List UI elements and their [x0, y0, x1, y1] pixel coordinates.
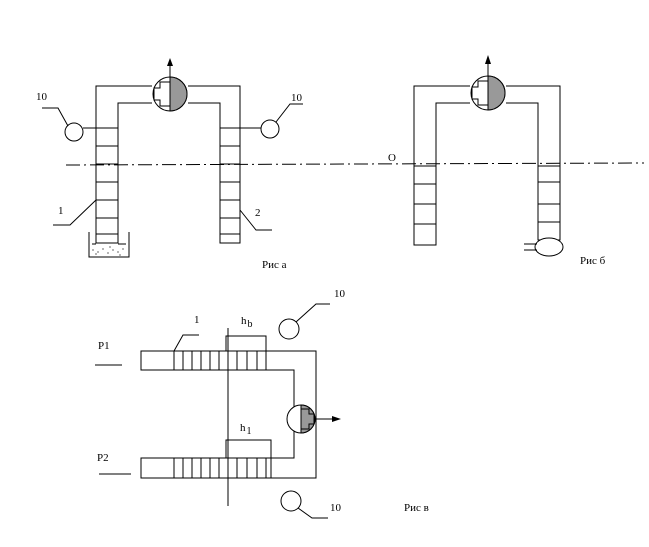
- fig-c-caption: Рис в: [404, 502, 429, 514]
- figure-c: 10 10 1 hb h1 P1 P2 Рис в: [95, 288, 429, 519]
- fig-c-h-bottom-label: h1: [240, 422, 252, 437]
- fig-a-beaker: [88, 232, 130, 258]
- fig-a-right-sensor-icon: [240, 103, 303, 139]
- fig-a-right-sensor-label: 10: [291, 92, 303, 104]
- fig-c-bottom-tube: [173, 458, 272, 478]
- fig-a-tube-1-label: 1: [58, 205, 64, 217]
- level-axis-line: [65, 162, 645, 166]
- fig-b-pump-icon: [470, 55, 506, 111]
- fig-c-h-top-bracket: [225, 335, 267, 351]
- fig-c-pump-icon: [286, 404, 341, 434]
- fig-c-p2-label: P2: [97, 452, 109, 464]
- axis-o-label: O: [388, 152, 396, 164]
- fig-c-tube-1-leader: [173, 334, 199, 352]
- fig-c-top-tube: [173, 351, 267, 370]
- fig-a-tube-1-leader: [53, 199, 97, 226]
- fig-b-caption: Рис б: [580, 255, 606, 267]
- fig-c-top-sensor-icon: [278, 303, 330, 340]
- fig-a-left-sensor-icon: [42, 107, 96, 142]
- fig-c-h-top-label: hb: [241, 315, 253, 330]
- fig-c-p1-label: P1: [98, 340, 110, 352]
- fig-a-left-tube: [95, 127, 119, 244]
- fig-a-pump-icon: [152, 58, 188, 112]
- fig-a-right-tube: [219, 127, 241, 244]
- fig-b-right-tube: [537, 165, 561, 241]
- fig-b-outer-frame: [413, 85, 561, 245]
- fig-c-h-bottom-bracket: [225, 439, 272, 458]
- figure-a: 10 10 1 2 Рис а: [36, 58, 303, 271]
- fig-c-tube-1-label: 1: [194, 314, 200, 326]
- fig-b-bottom-sensor-icon: [524, 237, 564, 257]
- figure-b: O Рис б: [388, 55, 606, 267]
- fig-a-tube-2-leader: [239, 209, 272, 231]
- fig-c-bottom-sensor-icon: [280, 490, 328, 519]
- fig-a-left-sensor-label: 10: [36, 91, 48, 103]
- fig-a-tube-2-label: 2: [255, 207, 261, 219]
- fig-b-left-tube: [413, 165, 437, 246]
- fig-c-bottom-sensor-label: 10: [330, 502, 342, 514]
- fig-c-top-sensor-label: 10: [334, 288, 346, 300]
- fig-a-caption: Рис а: [262, 259, 287, 271]
